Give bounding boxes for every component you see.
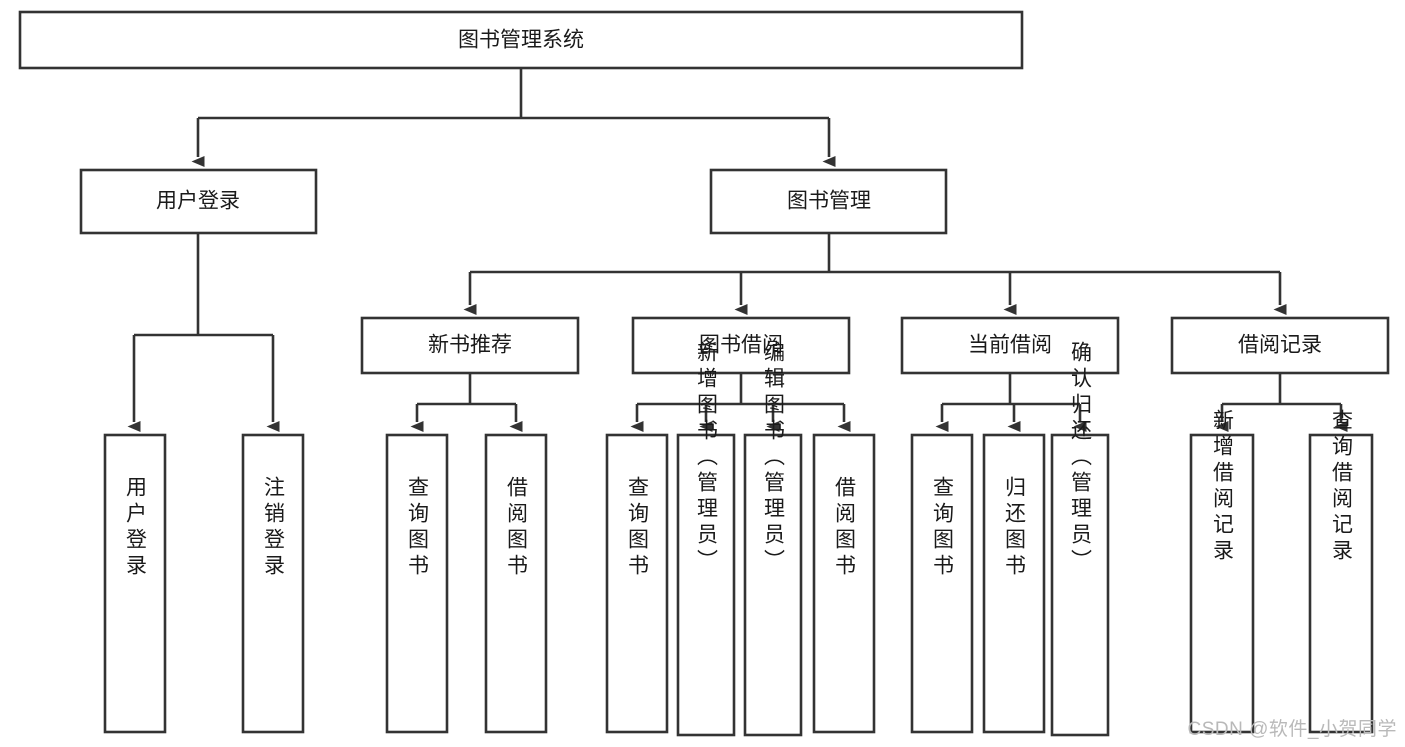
edge-group-book-manage (463, 233, 1287, 315)
node-leaf-borrow-book-1-box[interactable] (484, 433, 548, 734)
node-leaf-user-login-box[interactable] (103, 433, 167, 734)
node-leaf-query-book-3[interactable]: 查询图书 (910, 433, 974, 734)
node-leaf-query-book-1-box[interactable] (385, 433, 449, 734)
node-leaf-query-book-1-label: 查询图书 (406, 476, 430, 580)
edge-group-user-login (127, 233, 280, 432)
node-new-book-rec-label: 新书推荐 (428, 334, 512, 357)
node-borrow-record-box[interactable] (1170, 316, 1390, 375)
node-book-borrow-label: 图书借阅 (699, 334, 783, 357)
node-leaf-add-record[interactable]: 新增借阅记录 (1189, 409, 1255, 734)
node-leaf-logout-label: 注销登录 (262, 476, 286, 580)
node-borrow-record-label: 借阅记录 (1238, 334, 1322, 357)
node-leaf-add-book[interactable]: 新增图书（管理员） (676, 341, 736, 737)
node-leaf-borrow-book-2-label: 借阅图书 (833, 476, 857, 580)
node-root-label: 图书管理系统 (458, 29, 584, 52)
edge-group-book-borrow (630, 373, 851, 432)
node-leaf-borrow-book-1[interactable]: 借阅图书 (484, 433, 548, 734)
node-leaf-query-record-label: 查询借阅记录 (1330, 409, 1354, 565)
node-leaf-query-book-2-box[interactable] (605, 433, 669, 734)
node-leaf-query-book-2-label: 查询图书 (626, 476, 650, 580)
node-leaf-return-book-box[interactable] (982, 433, 1046, 734)
node-user-login-box[interactable] (79, 168, 318, 235)
node-current-borrow[interactable]: 当前借阅 (900, 316, 1120, 375)
node-leaf-user-login-label: 用户登录 (124, 476, 148, 580)
node-leaf-confirm-return[interactable]: 确认归还（管理员） (1050, 341, 1110, 737)
node-leaf-query-book-3-box[interactable] (910, 433, 974, 734)
node-root[interactable]: 图书管理系统 (18, 10, 1024, 70)
node-leaf-confirm-return-label: 确认归还（管理员） (1069, 341, 1093, 575)
node-leaf-add-record-label: 新增借阅记录 (1211, 409, 1235, 565)
node-leaf-return-book[interactable]: 归还图书 (982, 433, 1046, 734)
node-leaf-query-book-1[interactable]: 查询图书 (385, 433, 449, 734)
node-leaf-confirm-return-box[interactable] (1050, 433, 1110, 737)
node-leaf-edit-book-label: 编辑图书（管理员） (762, 341, 786, 575)
node-leaf-user-login[interactable]: 用户登录 (103, 433, 167, 734)
node-book-manage-box[interactable] (709, 168, 948, 235)
node-new-book-rec-box[interactable] (360, 316, 580, 375)
edge-group-new-book-rec (410, 373, 523, 432)
node-book-borrow[interactable]: 图书借阅 (631, 316, 851, 375)
node-leaf-logout[interactable]: 注销登录 (241, 433, 305, 734)
node-leaf-add-book-label: 新增图书（管理员） (695, 341, 719, 575)
node-leaf-edit-book-box[interactable] (743, 433, 803, 737)
node-book-manage-label: 图书管理 (787, 190, 871, 213)
node-leaf-edit-book[interactable]: 编辑图书（管理员） (743, 341, 803, 737)
node-current-borrow-label: 当前借阅 (968, 334, 1052, 357)
edge-group-borrow-record (1215, 373, 1348, 432)
node-current-borrow-box[interactable] (900, 316, 1120, 375)
node-user-login-label: 用户登录 (156, 190, 240, 213)
node-user-login[interactable]: 用户登录 (79, 168, 318, 235)
node-borrow-record[interactable]: 借阅记录 (1170, 316, 1390, 375)
node-leaf-query-record[interactable]: 查询借阅记录 (1308, 409, 1374, 734)
node-leaf-borrow-book-2-box[interactable] (812, 433, 876, 734)
edge-group-root (191, 68, 836, 167)
edge-group-current-borrow (935, 373, 1087, 432)
node-leaf-add-book-box[interactable] (676, 433, 736, 737)
node-new-book-rec[interactable]: 新书推荐 (360, 316, 580, 375)
node-book-borrow-box[interactable] (631, 316, 851, 375)
node-leaf-query-book-3-label: 查询图书 (931, 476, 955, 580)
node-leaf-query-book-2[interactable]: 查询图书 (605, 433, 669, 734)
node-leaf-borrow-book-1-label: 借阅图书 (505, 476, 529, 580)
node-leaf-borrow-book-2[interactable]: 借阅图书 (812, 433, 876, 734)
node-book-manage[interactable]: 图书管理 (709, 168, 948, 235)
node-leaf-query-record-box[interactable] (1308, 433, 1374, 734)
node-leaf-return-book-label: 归还图书 (1003, 476, 1027, 580)
node-root-box[interactable] (18, 10, 1024, 70)
node-leaf-logout-box[interactable] (241, 433, 305, 734)
node-leaf-add-record-box[interactable] (1189, 433, 1255, 734)
